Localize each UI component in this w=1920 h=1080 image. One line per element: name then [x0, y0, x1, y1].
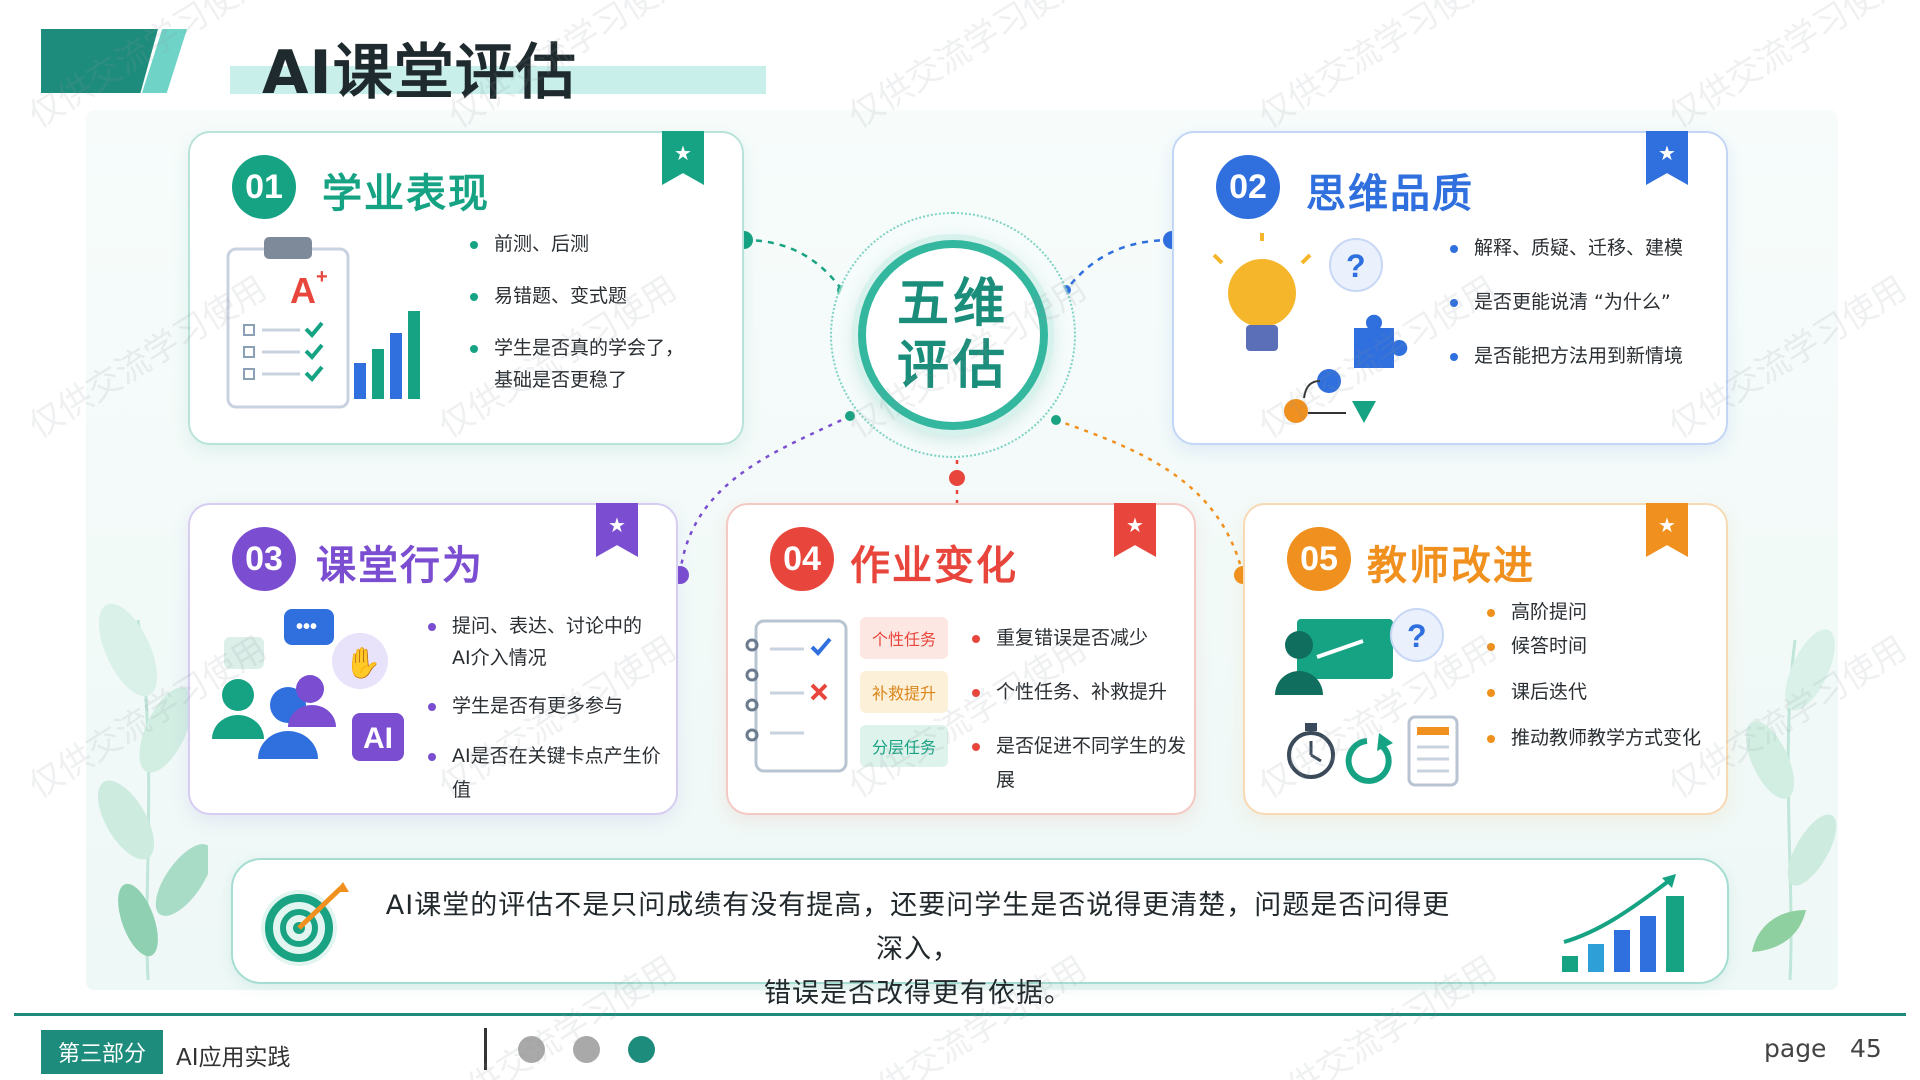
header-accent-bar [41, 29, 158, 93]
card-number-badge: 05 [1287, 527, 1351, 591]
card-number-badge: 04 [770, 527, 834, 591]
card-number-badge: 01 [232, 155, 296, 219]
bullet-list: 高阶提问 候答时间 课后迭代 推动教师教学方式变化 [1483, 595, 1701, 755]
svg-text:?: ? [1407, 618, 1427, 654]
bookmark-star-icon: ★ [1646, 503, 1688, 557]
center-title-line2: 评估 [896, 336, 1009, 396]
ai-badge: AI [363, 722, 393, 755]
svg-text:•••: ••• [296, 616, 317, 638]
leaf-decoration-right-icon [1745, 629, 1837, 980]
center-title-line1: 五维 [896, 274, 1009, 334]
list-item-continuation: 基础是否更稳了 [494, 369, 628, 391]
page-number: 45 [1850, 1034, 1882, 1063]
card-title: 学业表现 [322, 171, 490, 217]
list-item: 个性任务、补救提升 [968, 675, 1194, 709]
bullet-list: 解释、质疑、迁移、建模 是否更能说清 “为什么” 是否能把方法用到新情境 [1446, 231, 1683, 373]
summary-banner: AI课堂的评估不是只问成绩有没有提高，还要问学生是否说得更清楚，问题是否问得更深… [231, 858, 1729, 1009]
lightbulb-puzzle-icon: ? [1212, 233, 1408, 423]
progress-dot-3-active[interactable] [628, 1036, 655, 1063]
bookmark-star-icon: ★ [596, 503, 638, 557]
summary-line-1: AI课堂的评估不是只问成绩有没有提高，还要问学生是否说得更清楚，问题是否问得更深… [385, 890, 1451, 965]
section-name: AI应用实践 [176, 1045, 291, 1071]
growth-bars-icon [1562, 874, 1684, 972]
list-item: 候答时间 [1483, 629, 1701, 663]
svg-text:✋: ✋ [344, 645, 381, 681]
svg-text:A: A [290, 270, 316, 311]
tag-remedial: 补救提升 [860, 671, 948, 713]
page-label: page [1764, 1034, 1827, 1063]
tag-personal-task: 个性任务 [860, 617, 948, 659]
bookmark-star-icon: ★ [662, 131, 704, 185]
card-thinking-quality: 02 思维品质 ★ ? 解释、质疑、迁移、建模 是否更能说清 “为什么” 是否能… [1172, 131, 1728, 445]
svg-text:+: + [316, 266, 328, 288]
title-underline-strip [230, 66, 766, 94]
progress-dot-2[interactable] [573, 1036, 600, 1063]
list-item: 高阶提问 [1483, 595, 1701, 629]
card-title: 作业变化 [850, 543, 1018, 589]
bullet-list: 重复错误是否减少 个性任务、补救提升 是否促进不同学生的发展 [968, 621, 1194, 797]
list-item: 是否能把方法用到新情境 [1446, 339, 1683, 373]
list-item: 学生是否真的学会了， [466, 331, 684, 365]
list-item: 提问、表达、讨论中的 [424, 609, 676, 643]
center-hub: 五维 评估 [858, 240, 1048, 430]
list-item: AI是否在关键卡点产生价值 [424, 739, 676, 807]
summary-line-2: 错误是否改得更有依据。 [764, 978, 1072, 1009]
card-teacher-improvement: 05 教师改进 ★ ? 高阶提问 候答时间 课后迭代 推动教师教学方式变化 [1243, 503, 1728, 815]
card-number-badge: 03 [232, 527, 296, 591]
card-title: 课堂行为 [316, 543, 484, 589]
footer-separator [484, 1028, 487, 1070]
bullet-list: 提问、表达、讨论中的 AI介入情况 学生是否有更多参与 AI是否在关键卡点产生价… [424, 609, 676, 807]
section-label-badge: 第三部分 [41, 1030, 163, 1074]
list-item: 易错题、变式题 [466, 279, 684, 313]
clipboard-grade-chart-icon: A + [226, 237, 420, 409]
list-item: 前测、后测 [466, 227, 684, 261]
target-arrow-icon [261, 882, 349, 966]
leaf-accent-icon [1752, 910, 1806, 952]
notebook-checklist-icon [745, 619, 848, 773]
card-number-badge: 02 [1216, 155, 1280, 219]
card-academic-performance: 01 学业表现 ★ A + 前测、后测 易错题、变式题 学生是否真的学会了， 基… [188, 131, 744, 445]
card-classroom-behavior: 03 课堂行为 ★ ••• ✋ AI 提问、表达、讨论中的 AI介入情况 学生是… [188, 503, 678, 815]
list-item-continuation: AI介入情况 [452, 647, 547, 669]
card-title: 思维品质 [1306, 171, 1474, 217]
list-item: 是否促进不同学生的发展 [968, 729, 1194, 797]
svg-text:?: ? [1346, 248, 1366, 284]
students-chat-icon: ••• ✋ [212, 609, 404, 761]
card-title: 教师改进 [1367, 543, 1535, 589]
progress-dot-1[interactable] [518, 1036, 545, 1063]
teacher-board-clock-icon: ? [1275, 608, 1459, 787]
bookmark-star-icon: ★ [1114, 503, 1156, 557]
list-item: 解释、质疑、迁移、建模 [1446, 231, 1683, 265]
bookmark-star-icon: ★ [1646, 131, 1688, 185]
list-item: 学生是否有更多参与 [424, 689, 676, 723]
page-title: AI课堂评估 [262, 38, 577, 108]
card-homework-change: 04 作业变化 ★ 个性任务 补救提升 分层任务 重复错误是否减少 个性任务、补… [726, 503, 1196, 815]
list-item: 课后迭代 [1483, 675, 1701, 709]
leaf-decoration-left-icon [98, 603, 208, 980]
list-item: 是否更能说清 “为什么” [1446, 285, 1683, 319]
footer-divider-line [14, 1013, 1906, 1016]
bullet-list: 前测、后测 易错题、变式题 学生是否真的学会了， 基础是否更稳了 [466, 227, 684, 397]
tag-layered-task: 分层任务 [860, 725, 948, 767]
list-item: 重复错误是否减少 [968, 621, 1194, 655]
summary-text: AI课堂的评估不是只问成绩有没有提高，还要问学生是否说得更清楚，问题是否问得更深… [373, 884, 1463, 1016]
list-item: 推动教师教学方式变化 [1483, 721, 1701, 755]
